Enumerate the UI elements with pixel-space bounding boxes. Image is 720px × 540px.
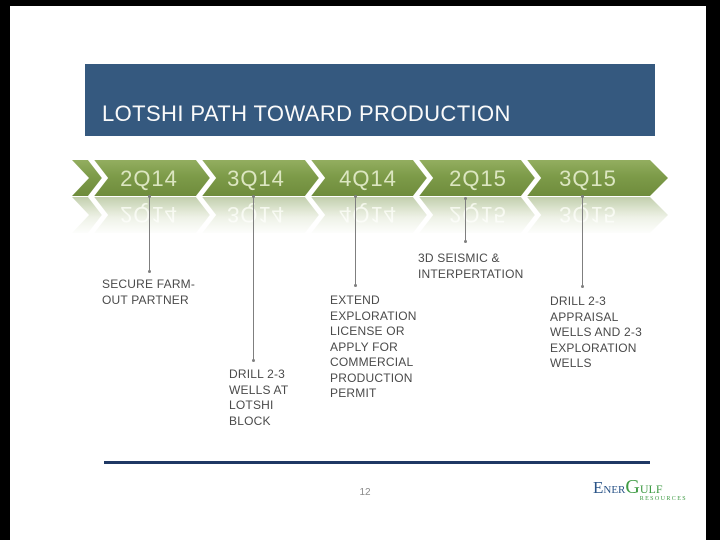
timeline-arrow-shape (72, 160, 668, 196)
title-bar: LOTSHI PATH TOWARD PRODUCTION (85, 64, 655, 136)
connector-line (581, 195, 584, 288)
reflection-fade-overlay (65, 197, 680, 243)
connector-dot (581, 285, 584, 288)
connector-dot (354, 284, 357, 287)
timeline-quarter-label: 3Q15 (559, 166, 617, 191)
timeline-quarter-label: 4Q14 (339, 166, 397, 191)
slide-title: LOTSHI PATH TOWARD PRODUCTION (102, 101, 511, 126)
milestone-description: EXTEND EXPLORATION LICENSE OR APPLY FOR … (330, 293, 417, 400)
chevron-separator (412, 160, 434, 196)
logo-text-blue: E (593, 478, 604, 497)
connector-dot (148, 270, 151, 273)
logo-text-green: ULF (639, 482, 663, 496)
connector-line (354, 195, 357, 287)
chevron-separator (304, 160, 326, 196)
chevron-separator (520, 160, 542, 196)
footer-divider (104, 461, 650, 464)
timeline-chevron-band: 2Q14 3Q14 4Q14 2Q15 3Q15 (72, 160, 668, 196)
connector-dot (252, 359, 255, 362)
connector-dot (354, 195, 357, 198)
connector-line (148, 195, 151, 273)
logo-tagline: RESOURCES (639, 496, 687, 502)
timeline-quarter-label: 2Q15 (449, 166, 507, 191)
timeline-quarter-label: 2Q14 (120, 166, 178, 191)
logo-text-green: G (625, 476, 640, 498)
chevron-separator (87, 160, 109, 196)
energulf-logo: ENERGULF RESOURCES (593, 477, 693, 502)
milestone-description: 3D SEISMIC & INTERPERTATION (418, 251, 524, 281)
connector-line (252, 195, 255, 362)
connector-dot (464, 197, 467, 200)
milestone-description: SECURE FARM- OUT PARTNER (102, 277, 196, 307)
timeline-quarter-label: 3Q14 (227, 166, 285, 191)
chevron-separator (195, 160, 217, 196)
milestone-description: DRILL 2-3 WELLS AT LOTSHI BLOCK (229, 367, 289, 428)
slide-canvas: LOTSHI PATH TOWARD PRODUCTION 2Q14 3Q14 … (10, 6, 706, 540)
connector-line (464, 197, 467, 243)
connector-dot (581, 195, 584, 198)
page-number: 12 (359, 487, 371, 498)
milestone-description: DRILL 2-3 APPRAISAL WELLS AND 2-3 EXPLOR… (550, 294, 642, 370)
connector-dot (252, 195, 255, 198)
connector-dot (464, 240, 467, 243)
logo-text-blue: NER (603, 484, 626, 496)
connector-dot (148, 195, 151, 198)
